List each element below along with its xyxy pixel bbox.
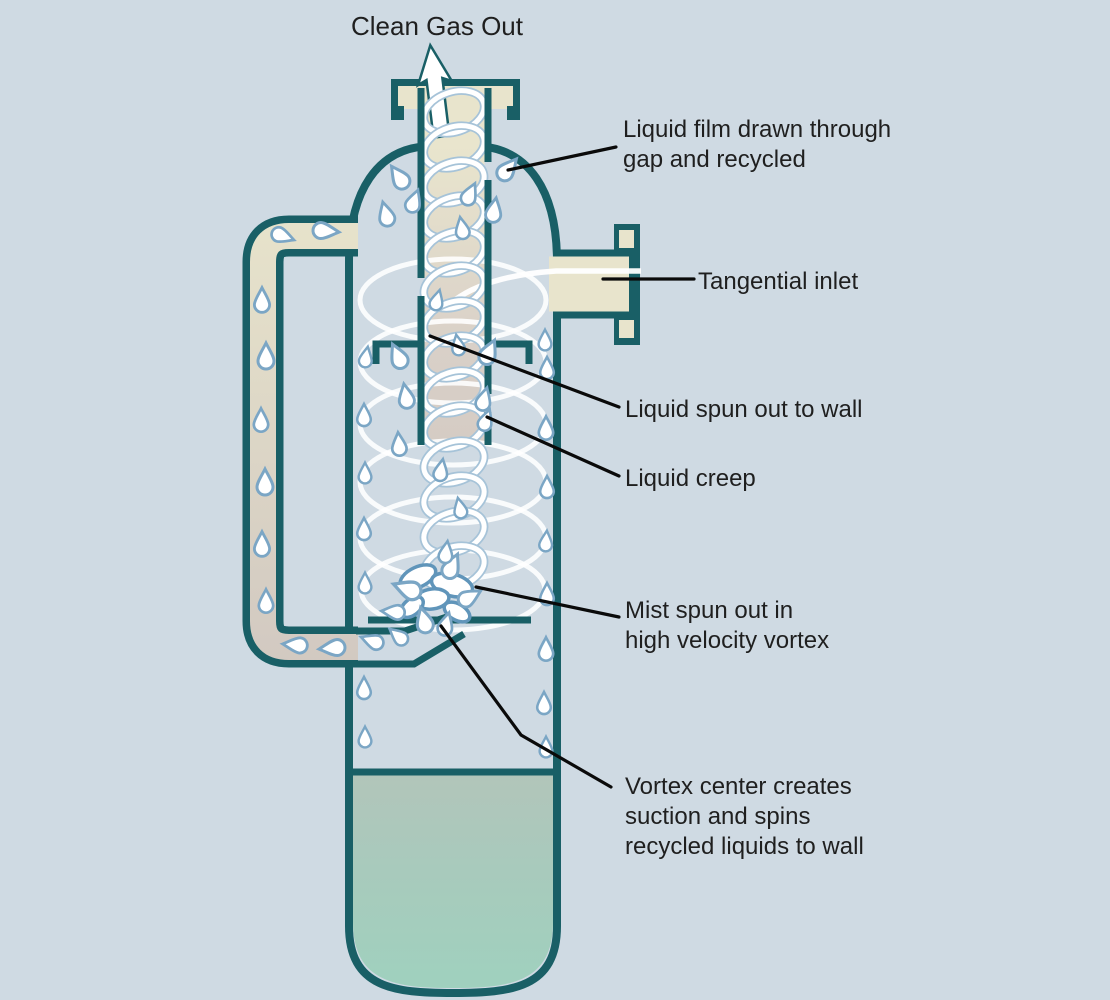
label-liquid-spun-out-text: Liquid spun out to wall <box>625 396 863 423</box>
label-liquid-film-line2: gap and recycled <box>623 146 806 173</box>
leader-liquid-film <box>506 145 618 172</box>
collected-liquid <box>353 772 553 988</box>
label-mist-spun-out: Mist spun out in high velocity vortex <box>625 596 829 656</box>
inlet-flange <box>614 224 640 345</box>
label-vortex-center-line2: suction and spins <box>625 803 811 830</box>
label-tangential-inlet: Tangential inlet <box>698 267 858 297</box>
label-clean-gas-out: Clean Gas Out <box>351 11 523 41</box>
leader-vortex-center <box>439 624 613 789</box>
recycle-nozzle-bottom-wall <box>356 630 466 668</box>
leader-liquid-spun-out <box>428 334 621 409</box>
label-tangential-inlet-text: Tangential inlet <box>698 268 859 295</box>
label-liquid-film: Liquid film drawn through gap and recycl… <box>623 115 891 175</box>
anti-creep-skirt <box>372 340 533 364</box>
label-liquid-film-line1: Liquid film drawn through <box>623 116 892 143</box>
mist-cluster <box>379 549 486 639</box>
label-vortex-center: Vortex center creates suction and spins … <box>625 772 864 862</box>
inlet-flow-line <box>453 268 641 303</box>
leader-lines <box>428 145 696 789</box>
leader-mist-spun-out <box>474 585 621 619</box>
label-vortex-center-line3: recycled liquids to wall <box>625 833 864 860</box>
leader-liquid-creep <box>485 415 621 478</box>
tangential-inlet-pipe <box>549 224 640 345</box>
label-liquid-creep-text: Liquid creep <box>625 465 756 492</box>
label-mist-spun-out-line2: high velocity vortex <box>625 627 830 654</box>
label-clean-gas-out-text: Clean Gas Out <box>351 11 523 41</box>
label-liquid-spun-out: Liquid spun out to wall <box>625 395 863 425</box>
label-vortex-center-line1: Vortex center creates <box>625 773 852 800</box>
label-mist-spun-out-line1: Mist spun out in <box>625 597 794 624</box>
label-liquid-creep: Liquid creep <box>625 464 756 494</box>
